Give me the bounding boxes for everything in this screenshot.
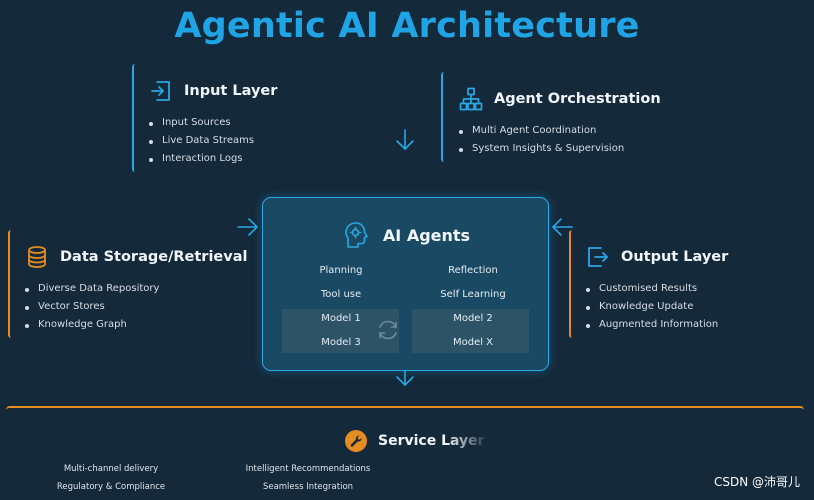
agent-orchestration-list: Multi Agent Coordination System Insights…: [458, 122, 711, 158]
ai-agents-header: AI Agents: [263, 220, 548, 250]
input-layer-header: Input Layer: [148, 78, 382, 104]
wrench-icon: [344, 429, 368, 453]
arrow-left-icon: [550, 216, 574, 238]
agent-orchestration-header: Agent Orchestration: [458, 86, 711, 112]
list-item: Multi Agent Coordination: [458, 122, 711, 140]
list-item: System Insights & Supervision: [458, 140, 711, 158]
model-3: Model 3: [321, 337, 361, 348]
model-1: Model 1: [321, 313, 361, 324]
output-layer-list: Customised Results Knowledge Update Augm…: [585, 280, 799, 334]
model-x: Model X: [452, 337, 494, 348]
input-layer-title: Input Layer: [184, 83, 278, 99]
list-item: Knowledge Graph: [24, 316, 248, 334]
capability-reflection: Reflection: [448, 265, 498, 276]
list-item: Augmented Information: [585, 316, 799, 334]
brain-gear-icon: [341, 220, 371, 250]
service-item: Regulatory & Compliance: [56, 482, 166, 492]
watermark: CSDN @沛哥儿: [713, 475, 800, 489]
service-item: Seamless Integration: [262, 482, 354, 492]
sign-in-icon: [148, 78, 174, 104]
agent-orchestration-title: Agent Orchestration: [494, 91, 661, 107]
service-item: Multi-channel delivery: [63, 464, 159, 474]
database-icon: [24, 244, 50, 270]
service-title-fade: [446, 422, 526, 454]
output-layer-title: Output Layer: [621, 249, 729, 265]
model-2: Model 2: [453, 313, 493, 324]
ai-agents-title: AI Agents: [382, 225, 471, 245]
input-layer-panel: Input Layer Input Sources Live Data Stre…: [132, 64, 382, 172]
list-item: Knowledge Update: [585, 298, 799, 316]
ai-agents-panel: AI Agents Planning Reflection Tool use S…: [262, 197, 549, 371]
diagram-title: Agentic AI Architecture: [174, 6, 640, 46]
swap-arrows-icon: [375, 317, 401, 343]
list-item: Input Sources: [148, 114, 382, 132]
input-layer-list: Input Sources Live Data Streams Interact…: [148, 114, 382, 168]
network-hierarchy-icon: [458, 86, 484, 112]
arrow-right-icon: [236, 216, 260, 238]
data-storage-list: Diverse Data Repository Vector Stores Kn…: [24, 280, 248, 334]
list-item: Diverse Data Repository: [24, 280, 248, 298]
list-item: Live Data Streams: [148, 132, 382, 150]
capability-self-learning: Self Learning: [440, 289, 506, 300]
data-storage-header: Data Storage/Retrieval: [24, 244, 248, 270]
service-layer-panel: Service Layer Multi-channel delivery Int…: [6, 406, 804, 500]
output-layer-panel: Output Layer Customised Results Knowledg…: [569, 230, 799, 338]
capability-planning: Planning: [319, 265, 363, 276]
sign-out-icon: [585, 244, 611, 270]
list-item: Vector Stores: [24, 298, 248, 316]
list-item: Interaction Logs: [148, 150, 382, 168]
output-layer-header: Output Layer: [585, 244, 799, 270]
models-left-box: [282, 309, 399, 353]
data-storage-panel: Data Storage/Retrieval Diverse Data Repo…: [8, 230, 248, 338]
models-right-box: [412, 309, 529, 353]
agent-orchestration-panel: Agent Orchestration Multi Agent Coordina…: [441, 72, 711, 162]
data-storage-title: Data Storage/Retrieval: [60, 249, 248, 265]
capability-tool-use: Tool use: [320, 289, 362, 300]
service-item: Intelligent Recommendations: [245, 464, 371, 474]
list-item: Customised Results: [585, 280, 799, 298]
arrow-down-orchestration-icon: [394, 128, 416, 152]
